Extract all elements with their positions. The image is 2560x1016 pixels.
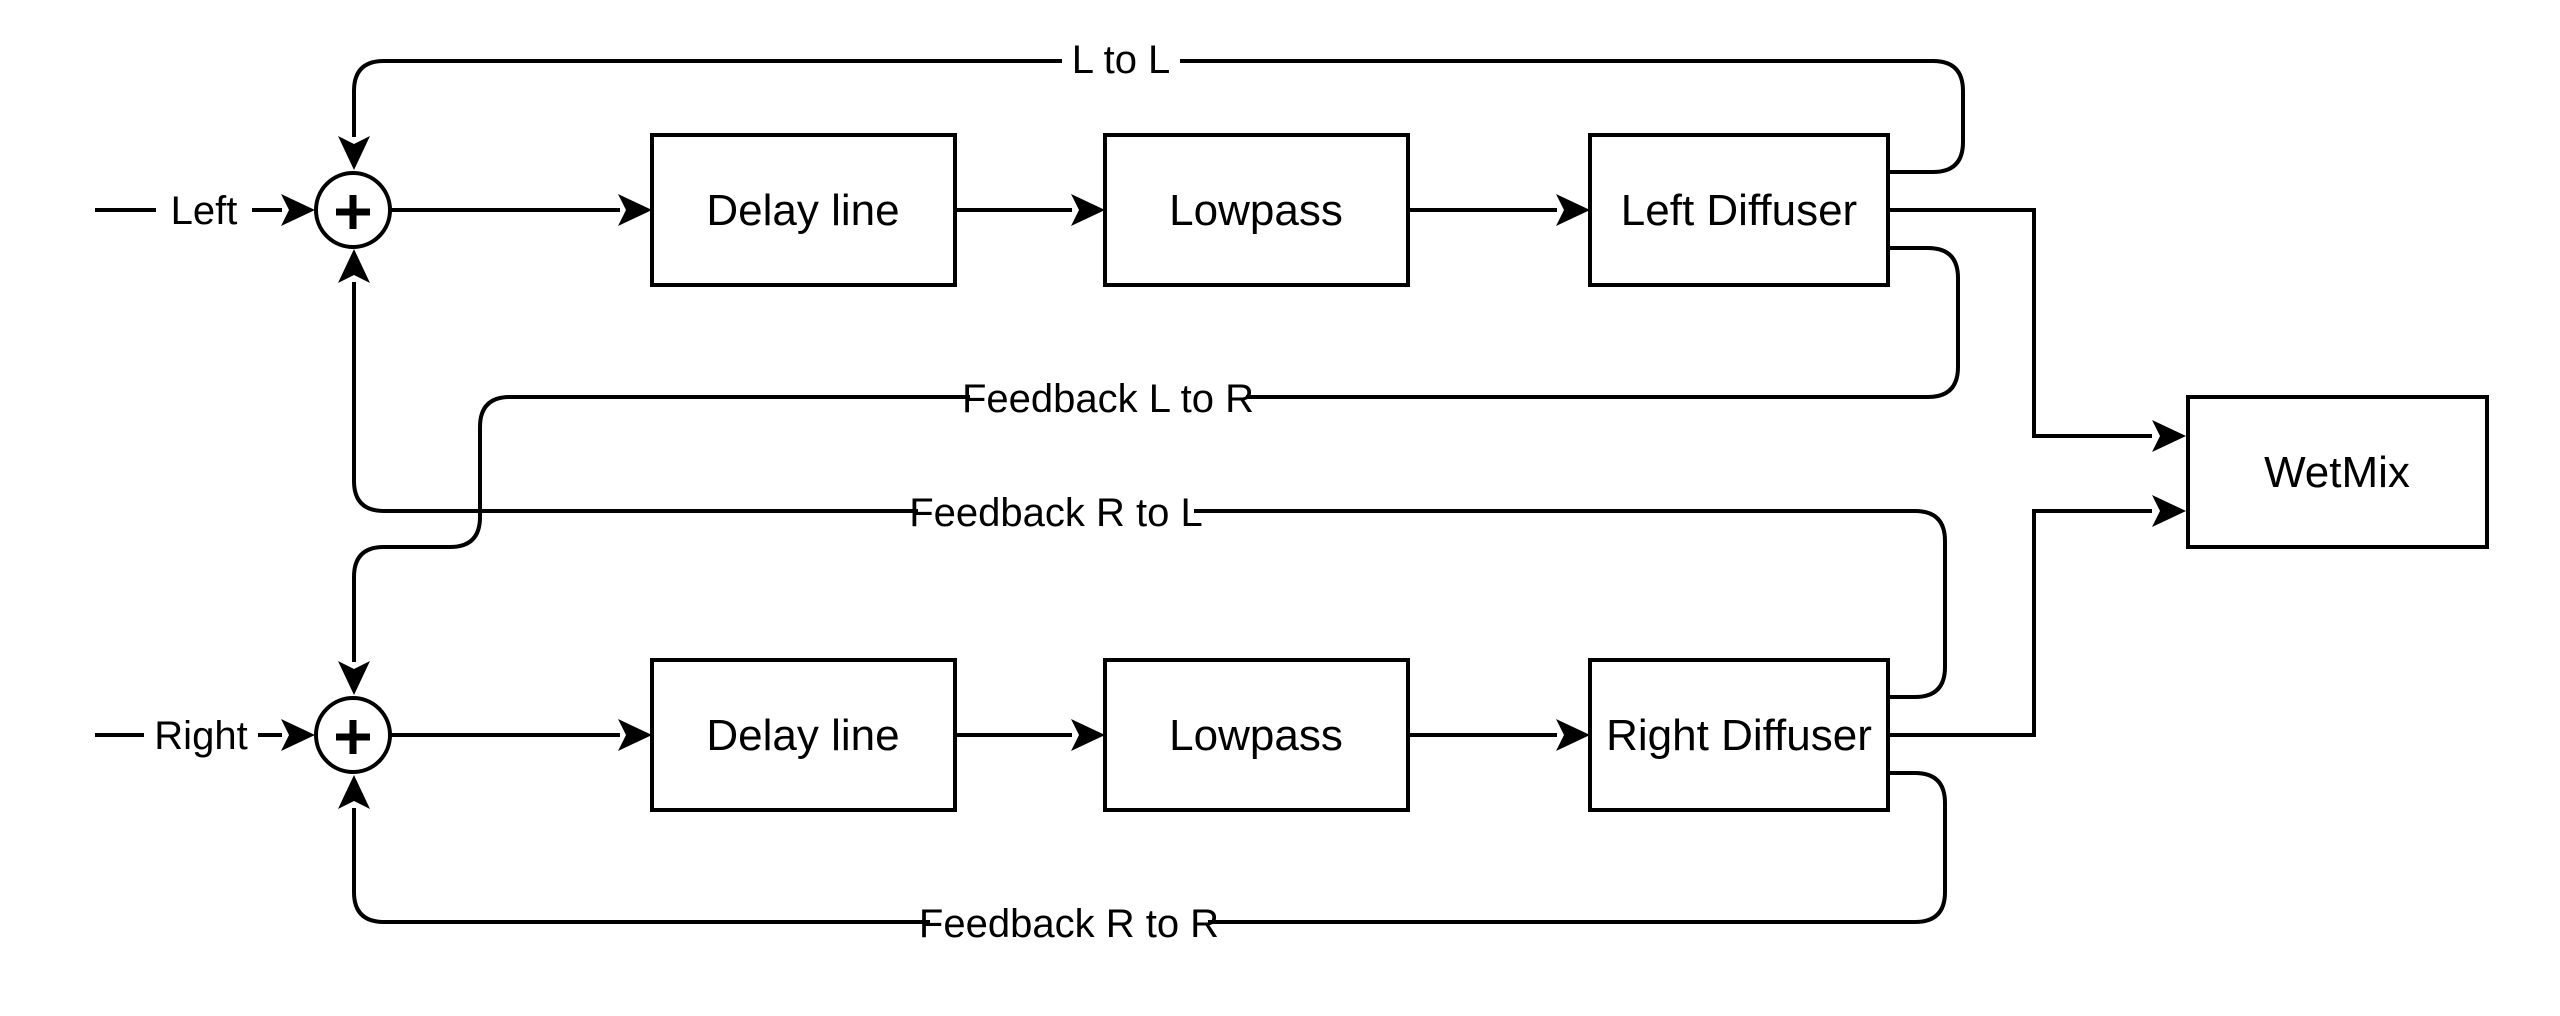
node-delay-left: Delay line [650, 133, 957, 287]
arrowhead-into-sum-right [281, 719, 315, 751]
label-feedback-r-to-l: Feedback R to L [909, 490, 1203, 535]
edge-line [352, 246, 1960, 662]
edge-line [352, 59, 1965, 174]
node-lowpass-left: Lowpass [1103, 133, 1410, 287]
edge-line [352, 282, 1947, 699]
arrowhead-into-sum-left-bottom [338, 249, 370, 283]
label-l-to-l: L to L [1062, 37, 1180, 82]
label-input-right: Right [144, 713, 258, 758]
node-delay-right: Delay line [650, 658, 957, 812]
feedback-r-to-l-label: Feedback R to L [909, 491, 1203, 535]
label-feedback-l-to-r: Feedback L to R [962, 376, 1254, 421]
l-to-l-label: L to L [1072, 38, 1171, 82]
input-right-label: Right [154, 714, 247, 758]
lowpass-right-box [1103, 658, 1410, 812]
delay-left-label: Delay line [706, 186, 899, 235]
delay-left-box [650, 133, 957, 287]
arrowhead-into-lowpass-right [1071, 719, 1105, 751]
arrowhead-into-delay-right [618, 719, 652, 751]
edge-lowpassleft-to-diffuserleft [1408, 194, 1590, 226]
edge-diffuserleft-to-wetmix [1888, 208, 2186, 452]
edge-line [352, 771, 1947, 924]
edge-feedback-r-to-l [338, 249, 1947, 699]
arrowhead-into-lowpass-left [1071, 194, 1105, 226]
arrowhead-into-wetmix-upper [2152, 420, 2186, 452]
edge-line [1888, 509, 2152, 737]
diffuser-left-label: Left Diffuser [1621, 186, 1857, 235]
feedback-l-to-r-label: Feedback L to R [962, 377, 1254, 421]
label-bg [1062, 37, 1180, 81]
label-bg [144, 713, 258, 757]
lowpass-left-label: Lowpass [1169, 186, 1343, 235]
edge-delayright-to-lowpassright [955, 719, 1105, 751]
delay-right-label: Delay line [706, 711, 899, 760]
lowpass-left-box [1103, 133, 1410, 287]
delay-right-box [650, 658, 957, 812]
lowpass-right-label: Lowpass [1169, 711, 1343, 760]
wetmix-box [2186, 395, 2489, 549]
arrowhead-into-wetmix-lower [2152, 495, 2186, 527]
edge-sumright-to-delayright [390, 719, 652, 751]
arrowhead-into-sum-right-top [338, 661, 370, 695]
plus-icon [336, 195, 370, 229]
feedback-r-to-r-label: Feedback R to R [919, 902, 1219, 946]
edge-feedback-r-to-r [338, 771, 1947, 924]
node-sum-right [314, 696, 392, 774]
plus-icon [336, 720, 370, 754]
edge-delayleft-to-lowpassleft [955, 194, 1105, 226]
label-bg [156, 188, 252, 232]
label-bg [918, 490, 1194, 534]
diffuser-right-label: Right Diffuser [1606, 711, 1872, 760]
edge-feedback-l-to-r [338, 246, 1960, 695]
arrowhead-into-delay-left [618, 194, 652, 226]
diffuser-right-box [1588, 658, 1890, 812]
label-bg [930, 901, 1208, 945]
label-input-left: Left [156, 188, 252, 233]
edge-feedback-l-to-l [338, 59, 1965, 174]
node-diffuser-left: Left Diffuser [1588, 133, 1890, 287]
arrowhead-into-diffuser-right [1556, 719, 1590, 751]
arrowhead-into-sum-left [281, 194, 315, 226]
wetmix-label: WetMix [2264, 448, 2410, 497]
input-left-label: Left [171, 189, 238, 233]
edge-line [1888, 208, 2152, 438]
label-feedback-r-to-r: Feedback R to R [919, 901, 1219, 946]
arrowhead-into-sum-left-top [338, 136, 370, 170]
label-bg [970, 376, 1246, 420]
edge-lowpassright-to-diffuserright [1408, 719, 1590, 751]
arrowhead-into-sum-right-bottom [338, 775, 370, 809]
edge-sumleft-to-delayleft [390, 194, 652, 226]
edge-diffuserright-to-wetmix [1888, 495, 2186, 737]
node-wetmix: WetMix [2186, 395, 2489, 549]
node-lowpass-right: Lowpass [1103, 658, 1410, 812]
node-diffuser-right: Right Diffuser [1588, 658, 1890, 812]
diffuser-left-box [1588, 133, 1890, 287]
arrowhead-into-diffuser-left [1556, 194, 1590, 226]
node-sum-left [314, 171, 392, 249]
